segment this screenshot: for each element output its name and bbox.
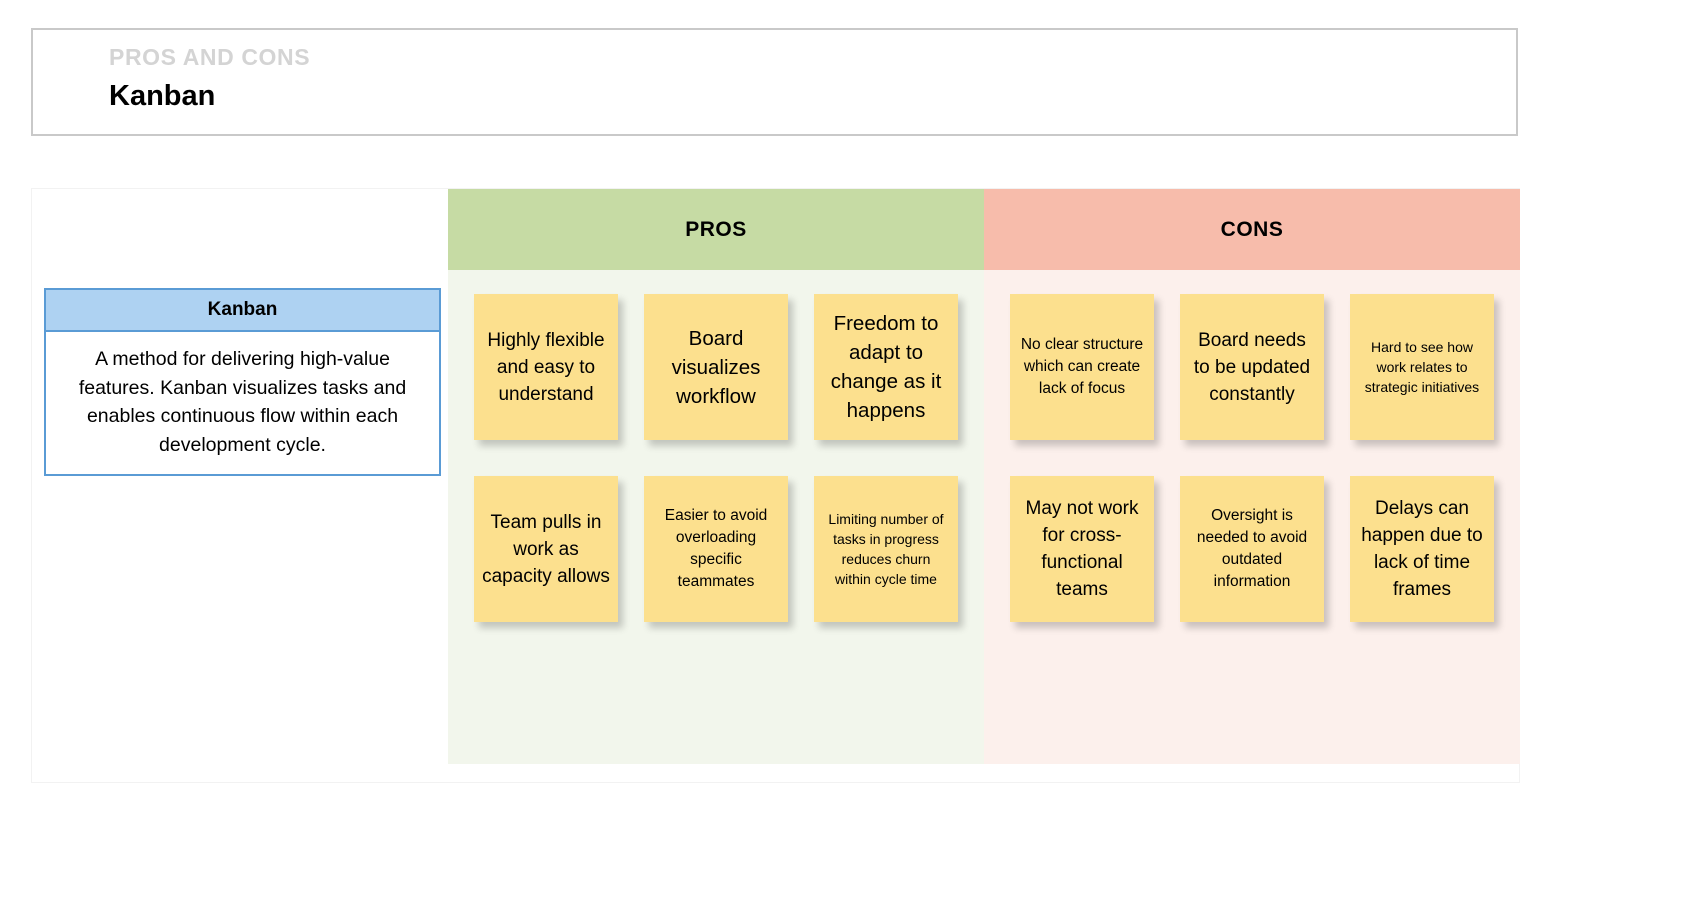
note-row: May not work for cross-functional teams …: [1010, 476, 1494, 622]
sticky-note[interactable]: Easier to avoid overloading specific tea…: [644, 476, 788, 622]
column-cons-body: No clear structure which can create lack…: [984, 270, 1520, 764]
sticky-note-text: Hard to see how work relates to strategi…: [1364, 339, 1480, 395]
board-container: Kanban A method for delivering high-valu…: [31, 188, 1520, 783]
description-card-body: A method for delivering high-value featu…: [44, 332, 441, 476]
sticky-note-text: Highly flexible and easy to understand: [487, 329, 605, 405]
note-row: Highly flexible and easy to understand B…: [474, 294, 958, 440]
sticky-note-text: Team pulls in work as capacity allows: [482, 511, 610, 587]
column-cons: CONS No clear structure which can create…: [984, 189, 1520, 782]
columns-wrapper: PROS Highly flexible and easy to underst…: [448, 189, 1520, 782]
column-pros: PROS Highly flexible and easy to underst…: [448, 189, 984, 782]
header-card: PROS AND CONS Kanban: [31, 28, 1518, 136]
column-pros-body: Highly flexible and easy to understand B…: [448, 270, 984, 764]
sticky-note-text: Freedom to adapt to change as it happens: [830, 312, 942, 422]
sticky-note[interactable]: Board needs to be updated constantly: [1180, 294, 1324, 440]
header-text-group: PROS AND CONS Kanban: [109, 42, 310, 114]
page-title: Kanban: [109, 80, 216, 112]
sticky-note[interactable]: No clear structure which can create lack…: [1010, 294, 1154, 440]
sticky-note-text: Board visualizes workflow: [671, 326, 761, 408]
sticky-note[interactable]: May not work for cross-functional teams: [1010, 476, 1154, 622]
column-pros-heading: PROS: [448, 189, 984, 270]
description-card: Kanban A method for delivering high-valu…: [44, 288, 441, 476]
sticky-note-text: Easier to avoid overloading specific tea…: [664, 507, 768, 590]
note-row: No clear structure which can create lack…: [1010, 294, 1494, 440]
description-card-heading: Kanban: [44, 288, 441, 332]
sticky-note-text: No clear structure which can create lack…: [1020, 336, 1144, 397]
note-row: Team pulls in work as capacity allows Ea…: [474, 476, 958, 622]
sticky-note[interactable]: Highly flexible and easy to understand: [474, 294, 618, 440]
column-cons-heading: CONS: [984, 189, 1520, 270]
sticky-note-text: Oversight is needed to avoid outdated in…: [1196, 507, 1308, 590]
eyebrow-label: PROS AND CONS: [109, 44, 311, 70]
sticky-note[interactable]: Limiting number of tasks in progress red…: [814, 476, 958, 622]
sticky-note[interactable]: Delays can happen due to lack of time fr…: [1350, 476, 1494, 622]
sticky-note[interactable]: Team pulls in work as capacity allows: [474, 476, 618, 622]
sticky-note[interactable]: Board visualizes workflow: [644, 294, 788, 440]
sticky-note[interactable]: Freedom to adapt to change as it happens: [814, 294, 958, 440]
sticky-note-text: Board needs to be updated constantly: [1193, 329, 1311, 405]
sticky-note[interactable]: Oversight is needed to avoid outdated in…: [1180, 476, 1324, 622]
sticky-note-text: Delays can happen due to lack of time fr…: [1361, 498, 1483, 600]
sticky-note-text: Limiting number of tasks in progress red…: [828, 511, 944, 587]
sticky-note[interactable]: Hard to see how work relates to strategi…: [1350, 294, 1494, 440]
description-column: Kanban A method for delivering high-valu…: [32, 189, 484, 782]
sticky-note-text: May not work for cross-functional teams: [1025, 498, 1139, 600]
